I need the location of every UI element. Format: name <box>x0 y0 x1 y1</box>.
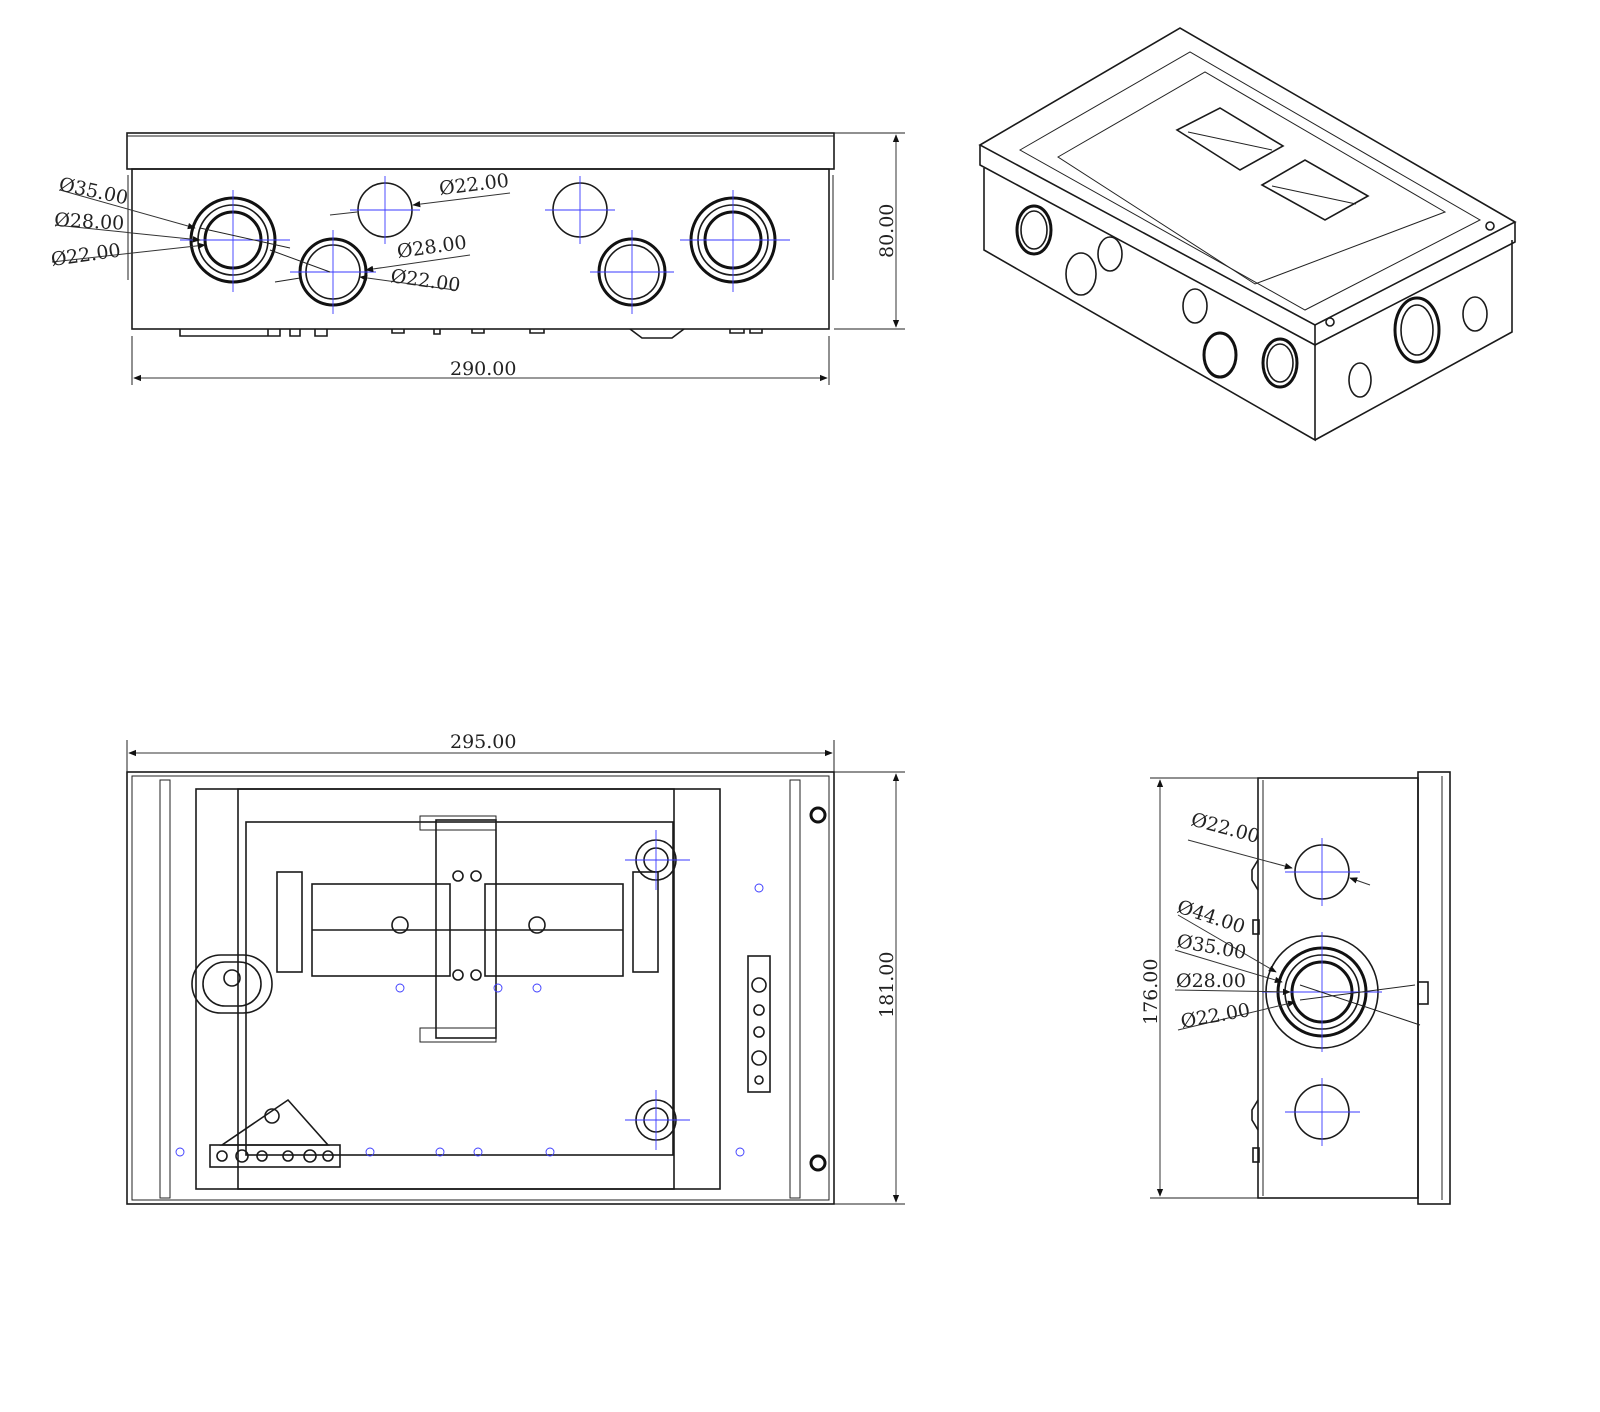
front-plain-hole-1 <box>350 176 420 244</box>
front-label-d28: Ø28.00 <box>54 209 125 235</box>
front-body <box>131 168 830 330</box>
side-label-top-d22: Ø22.00 <box>1189 809 1262 848</box>
side-label-d28: Ø28.00 <box>1176 970 1246 992</box>
bottom-width-label: 295.00 <box>450 731 516 753</box>
side-bottom-hole <box>1285 1078 1360 1146</box>
front-label-d22: Ø22.00 <box>50 239 122 271</box>
front-view: Ø35.00 Ø28.00 Ø22.00 Ø22.00 Ø28.00 Ø22.0… <box>50 132 905 385</box>
front-large-hole-right <box>680 190 790 292</box>
side-top-hole <box>1285 838 1360 906</box>
side-height-label: 176.00 <box>1140 959 1162 1025</box>
front-label-d35: Ø35.00 <box>57 173 130 209</box>
side-label-d22: Ø22.00 <box>1179 999 1252 1033</box>
front-label-plain-d22: Ø22.00 <box>438 170 510 200</box>
front-height-label: 80.00 <box>876 204 898 258</box>
bottom-view: 295.00 181.00 <box>126 731 905 1205</box>
bottom-outline <box>126 771 835 1205</box>
front-small-hole <box>290 230 376 314</box>
front-plain-hole-2 <box>545 176 615 244</box>
bottom-height-label: 181.00 <box>876 952 898 1018</box>
front-label-small-d28: Ø28.00 <box>396 231 468 263</box>
front-width-label: 290.00 <box>450 358 516 380</box>
front-lid <box>126 132 835 170</box>
front-small-hole-2 <box>590 230 674 314</box>
front-large-hole-left <box>180 190 290 292</box>
side-view: Ø22.00 Ø44.00 Ø35.00 Ø28.00 Ø22.00 176.0… <box>1140 771 1451 1205</box>
iso-top-face <box>978 27 1517 326</box>
front-label-small-d22: Ø22.00 <box>389 265 461 297</box>
isometric-view <box>978 27 1517 442</box>
